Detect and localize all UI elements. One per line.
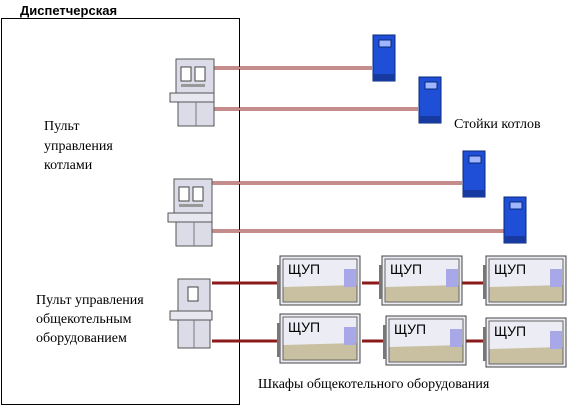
boiler-rack-3: [462, 150, 486, 198]
cabinet-1: ЩУП: [276, 255, 362, 307]
cabinet-6: ЩУП: [482, 317, 568, 369]
control-room-title: Диспетчерская: [20, 3, 118, 18]
cabinet-label: ЩУП: [494, 261, 527, 277]
cabinet-label: ЩУП: [390, 261, 423, 277]
boiler-console-label-line-2: управления: [44, 139, 113, 154]
cabinet-label: ЩУП: [494, 323, 527, 339]
common-equipment-console: [169, 278, 213, 349]
cabinet-2: ЩУП: [378, 255, 464, 307]
cabinet-shape: [277, 255, 361, 306]
common-console-label-line-2: общекотельным: [36, 312, 132, 327]
cabinets-label: Шкафы общекотельного оборудования: [258, 377, 490, 392]
cabinet-shape: [483, 317, 567, 368]
boiler-console-2: [167, 178, 213, 247]
common-console-label-line-1: Пульт управления: [36, 293, 144, 308]
boiler-rack-1: [372, 34, 396, 82]
cabinet-label: ЩУП: [288, 319, 321, 335]
cabinet-label: ЩУП: [394, 321, 427, 337]
control-room-boundary: [1, 18, 240, 405]
boiler-racks-label: Стойки котлов: [454, 117, 541, 132]
cabinet-3: ЩУП: [482, 255, 568, 307]
cabinet-4: ЩУП: [276, 313, 362, 365]
cabinet-5: ЩУП: [382, 315, 468, 367]
cabinet-label: ЩУП: [288, 261, 321, 277]
cabinet-shape: [483, 255, 567, 306]
cabinet-shape: [383, 315, 467, 366]
boiler-console-label-line-1: Пульт: [44, 119, 80, 134]
common-console-label-line-3: оборудованием: [36, 331, 127, 346]
boiler-rack-4: [503, 196, 527, 244]
cabinet-shape: [277, 313, 361, 364]
boiler-rack-2: [418, 76, 442, 124]
boiler-console-label-line-3: котлами: [44, 158, 93, 173]
boiler-console-1: [169, 58, 215, 127]
cabinet-shape: [379, 255, 463, 306]
